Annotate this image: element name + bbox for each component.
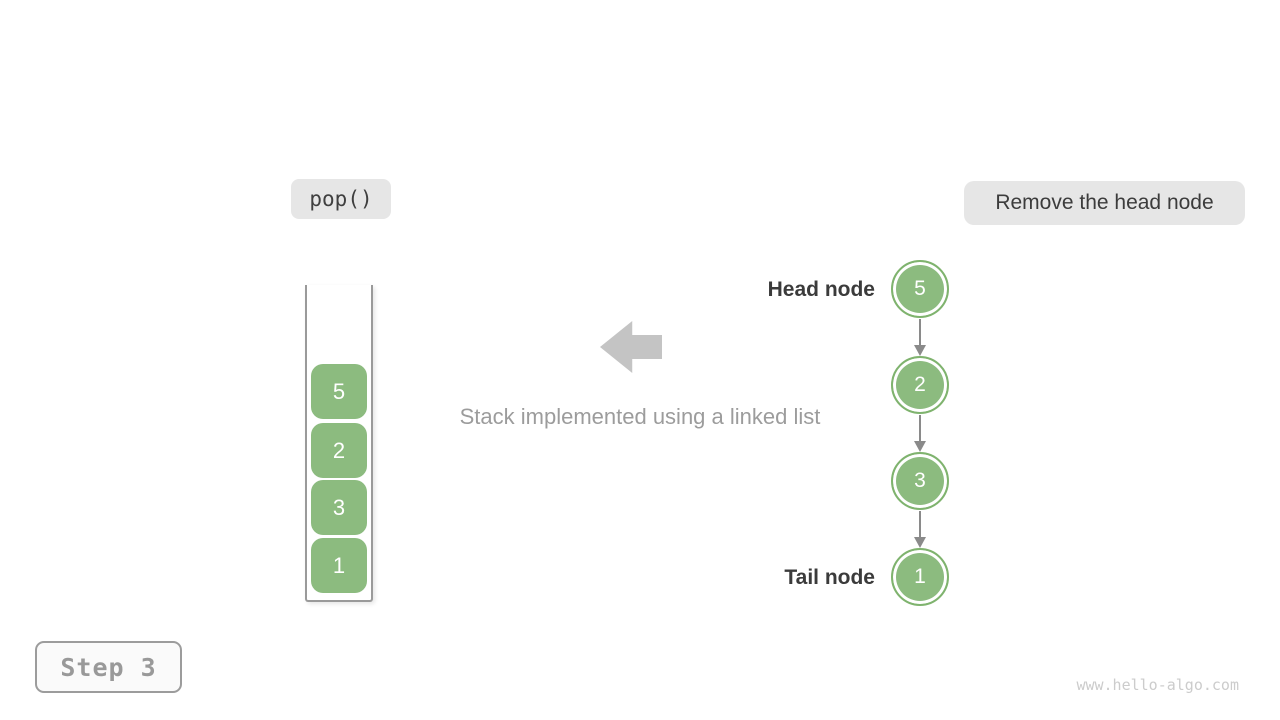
- arrow-down-icon: [914, 319, 926, 356]
- tail-node-label: Tail node: [784, 566, 875, 589]
- operation-label: pop(): [309, 187, 373, 211]
- linked-list-node: 3: [891, 452, 949, 510]
- linked-list-node: 5: [891, 260, 949, 318]
- operation-label-box: pop(): [291, 179, 391, 219]
- connector-line: [918, 319, 922, 345]
- connector-arrowhead: [914, 345, 926, 356]
- linked-list-node: 2: [891, 356, 949, 414]
- diagram-caption: Stack implemented using a linked list: [459, 404, 821, 429]
- stack-item: 1: [311, 538, 367, 593]
- stack-item: 2: [311, 423, 367, 478]
- connector-arrowhead: [914, 537, 926, 548]
- connector-arrowhead: [914, 441, 926, 452]
- left-block-arrow-icon: [600, 321, 662, 373]
- step-indicator-box: Step 3: [35, 641, 182, 693]
- arrow-down-icon: [914, 511, 926, 548]
- step-label: Step 3: [60, 652, 157, 682]
- connector-line: [918, 415, 922, 441]
- head-node-label: Head node: [767, 278, 875, 301]
- action-label: Remove the head node: [995, 191, 1214, 214]
- watermark: www.hello-algo.com: [1076, 676, 1239, 694]
- linked-list-node: 1: [891, 548, 949, 606]
- arrow-down-icon: [914, 415, 926, 452]
- action-label-box: Remove the head node: [964, 181, 1245, 225]
- stack-item: 5: [311, 364, 367, 419]
- stack-item: 3: [311, 480, 367, 535]
- connector-line: [918, 511, 922, 537]
